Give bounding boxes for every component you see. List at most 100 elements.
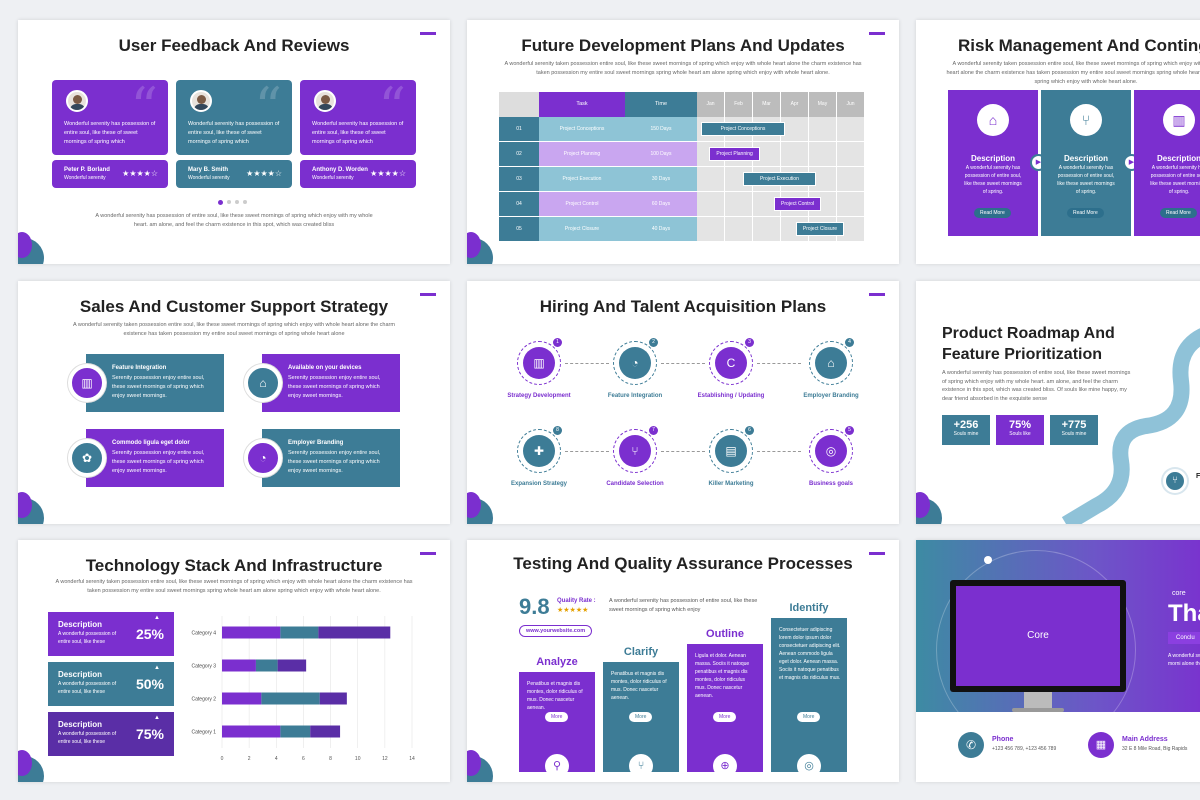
read-more-button[interactable]: Read More <box>1067 208 1104 218</box>
quote-icon: “ <box>254 76 282 139</box>
strategy-text: Serenity possession enjoy entire soul, t… <box>288 375 381 399</box>
decor-dot <box>984 556 992 564</box>
process-column: Consectetuer adipiscing lorem dolor ipsu… <box>771 618 847 778</box>
risk-card-text: A wonderful serenity has possession of e… <box>964 165 1022 195</box>
process-icon: ⑂ <box>629 754 653 778</box>
conclusion-button[interactable]: Conclu <box>1168 632 1200 644</box>
progress-title: Description <box>58 620 103 629</box>
process-heading: Analyze <box>536 656 578 668</box>
quote-icon: “ <box>130 76 158 139</box>
slide-thank-you[interactable]: Core core Tha Conclu A wonderful sweet m… <box>916 540 1200 782</box>
more-button[interactable]: More <box>629 712 653 722</box>
review-text: Wonderful serenity has possession of ent… <box>64 121 156 145</box>
progress-percent: 25% <box>135 626 164 642</box>
strategy-icon: ◔ <box>244 439 282 477</box>
gantt-cell <box>781 142 808 166</box>
read-more-button[interactable]: Read More <box>1160 208 1197 218</box>
phone-label: Phone <box>992 736 1014 743</box>
process-column: Ligula et dolor. Aenean massa. Sociis it… <box>687 644 763 778</box>
process-column: Penatibus et magnis dis montes, dolor ri… <box>519 672 595 778</box>
process-icon: ⚲ <box>545 754 569 778</box>
rating-stars: ★★★★☆ <box>246 169 282 178</box>
process-heading: Identify <box>789 602 829 614</box>
carousel-dot[interactable] <box>227 200 231 204</box>
gantt-bar: Project Control <box>773 197 822 211</box>
process-text: Penatibus et magnis dis montes, dolor ri… <box>611 671 667 701</box>
slide-accent-line <box>869 32 885 35</box>
slide-technology-stack[interactable]: Technology Stack And Infrastructure A wo… <box>18 540 450 782</box>
carousel-dot-active[interactable] <box>218 200 223 205</box>
step-ring <box>517 429 561 473</box>
avatar <box>190 90 212 112</box>
step-icon: ◔ <box>619 347 651 379</box>
carousel-dot[interactable] <box>243 200 247 204</box>
progress-percent: 50% <box>135 676 164 692</box>
map-icon: ▦ <box>1088 732 1114 758</box>
quality-stars: ★★★★★ <box>557 607 589 614</box>
closing-description: A wonderful sweet morni alone the cha <box>1168 653 1200 667</box>
carousel-dot[interactable] <box>235 200 239 204</box>
row-task: Project Closure <box>539 217 625 241</box>
slide-title: Testing And Quality Assurance Processes <box>513 554 853 573</box>
slide-title: Future Development Plans And Updates <box>521 36 845 55</box>
decor-blob <box>467 750 481 776</box>
slide-subtitle: A wonderful serenity taken possession en… <box>504 61 862 76</box>
slide-accent-line <box>420 552 436 555</box>
slide-title-line2: Feature Prioritization <box>942 346 1103 363</box>
strategy-text: Serenity possession enjoy entire soul, t… <box>112 375 205 399</box>
slide-title-line1: Product Roadmap And <box>942 325 1115 342</box>
avatar-body <box>70 104 85 110</box>
category-label: Category 3 <box>192 664 217 670</box>
step-icon: ⑂ <box>619 435 651 467</box>
decor-blob <box>18 232 32 258</box>
risk-icon: ▥ <box>1163 104 1195 136</box>
step-connector <box>757 363 801 364</box>
progress-text: A wonderful possession of entire soul, l… <box>58 731 117 745</box>
step-icon: ▥ <box>523 347 555 379</box>
carousel-dots[interactable] <box>218 200 247 205</box>
gantt-cell <box>697 192 724 216</box>
bar-segment <box>222 626 281 639</box>
more-button[interactable]: More <box>713 712 737 722</box>
bar-segment <box>261 692 320 705</box>
row-time: 150 Days <box>625 117 697 141</box>
decor-blob <box>18 492 32 518</box>
step-number: 3 <box>745 338 754 347</box>
step-label: Feature Integration <box>607 393 663 399</box>
phone-value: +123 456 789, +123 456 789 <box>992 746 1057 752</box>
month-header: Mar <box>753 92 780 117</box>
website-link[interactable]: www.yourwebsite.com <box>519 625 593 637</box>
read-more-button[interactable]: Read More <box>974 208 1011 218</box>
bar-segment <box>318 626 391 639</box>
slide-risk-management[interactable]: Risk Management And Contingency A wonder… <box>916 20 1200 264</box>
more-button[interactable]: More <box>545 712 569 722</box>
x-tick-label: 10 <box>355 756 361 762</box>
x-tick-label: 2 <box>248 756 251 762</box>
review-text: Wonderful serenity has possession of ent… <box>188 121 280 145</box>
slide-accent-line <box>869 293 885 296</box>
step-number: 2 <box>649 338 658 347</box>
bar-segment <box>222 692 262 705</box>
roadmap-side-label: Fe <box>1196 473 1200 480</box>
strategy-icon: ✿ <box>68 439 106 477</box>
strategy-icon: ⌂ <box>244 364 282 402</box>
slide-testing-qa[interactable]: Testing And Quality Assurance Processes … <box>467 540 899 782</box>
slide-title: Sales And Customer Support Strategy <box>79 297 389 316</box>
review-text: Wonderful serenity has possession of ent… <box>312 121 404 145</box>
slide-future-plans[interactable]: Future Development Plans And Updates A w… <box>467 20 899 264</box>
more-button[interactable]: More <box>797 712 821 722</box>
x-tick-label: 0 <box>221 756 224 762</box>
slide-sales-support[interactable]: Sales And Customer Support Strategy A wo… <box>18 281 450 524</box>
gantt-cell <box>697 167 724 191</box>
slide-user-feedback[interactable]: User Feedback And Reviews A wonderful se… <box>18 20 450 264</box>
slide-product-roadmap[interactable]: Product Roadmap And Feature Prioritizati… <box>916 281 1200 524</box>
x-tick-label: 8 <box>329 756 332 762</box>
